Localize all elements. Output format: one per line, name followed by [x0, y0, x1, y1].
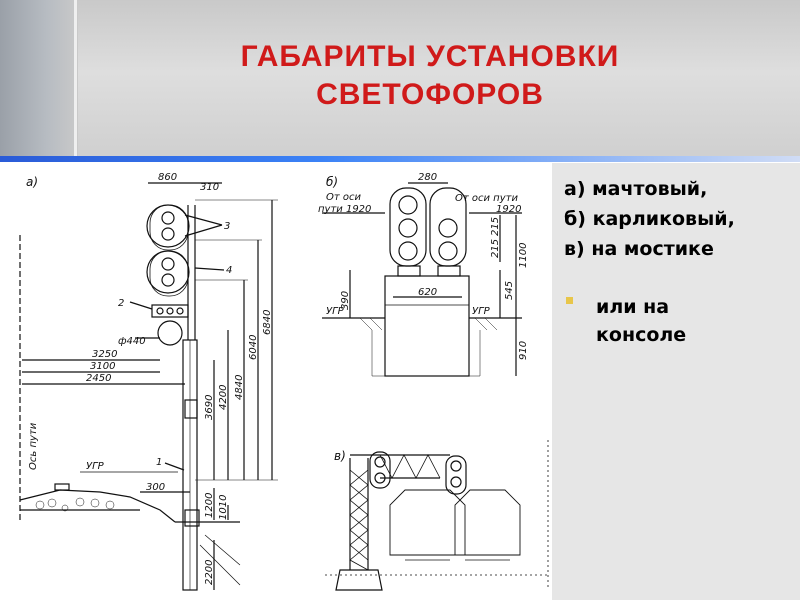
legend-item-b: б) карликовый,	[564, 208, 735, 230]
panel-c-label: в)	[334, 449, 346, 463]
lamp-diameter: ф440	[118, 336, 146, 347]
callout-2: 2	[118, 298, 124, 309]
dim-3100: 3100	[90, 361, 115, 372]
dim-215-a: 215	[490, 217, 501, 236]
dim-1100: 1100	[518, 243, 529, 268]
title-line-1: ГАБАРИТЫ УСТАНОВКИ	[240, 40, 620, 73]
dim-6840: 6840	[262, 310, 273, 335]
title-line-2: СВЕТОФОРОВ	[316, 78, 544, 111]
dim-280: 280	[418, 172, 437, 183]
legend-panel	[552, 163, 800, 600]
slide-title: ГАБАРИТЫ УСТАНОВКИ СВЕТОФОРОВ	[150, 38, 710, 114]
panel-b-drawing	[322, 182, 522, 377]
legend-item-a: а) мачтовый,	[564, 178, 708, 200]
ugr-label-b-right: УГР	[472, 306, 491, 317]
dim-860: 860	[158, 172, 177, 183]
dim-2450: 2450	[86, 373, 111, 384]
dim-1010: 1010	[218, 495, 229, 520]
ugr-label-b-left: УГР	[326, 306, 345, 317]
callout-1: 1	[156, 457, 162, 468]
header-blue-stripe	[0, 156, 800, 162]
dim-6040: 6040	[248, 335, 259, 360]
bullet-icon	[566, 297, 573, 304]
dim-1200: 1200	[204, 493, 215, 518]
b-right-note-1: От оси пути	[455, 193, 518, 204]
legend-item-d-line1: или на	[596, 296, 670, 318]
header-accent-bar	[0, 0, 78, 160]
ugr-label-a: УГР	[86, 461, 105, 472]
dim-300: 300	[146, 482, 165, 493]
dim-545: 545	[504, 281, 515, 300]
dim-3250: 3250	[92, 349, 117, 360]
legend-item-c: в) на мостике	[564, 238, 714, 260]
panel-a-label: а)	[26, 175, 38, 189]
b-left-note-2: пути 1920	[318, 204, 371, 215]
slide-header	[0, 0, 800, 160]
dim-390: 390	[340, 291, 351, 310]
panel-c-drawing	[325, 440, 549, 591]
dim-620: 620	[418, 287, 437, 298]
callout-3: 3	[224, 221, 230, 232]
signal-clearance-diagram: а) 860 310 6840 6040 4840 4200 3690 3250…	[19, 172, 549, 591]
b-left-note-1: От оси	[326, 192, 361, 203]
dim-4840: 4840	[234, 375, 245, 400]
dim-910: 910	[518, 341, 529, 360]
header-accent-line	[74, 0, 77, 160]
track-axis-label: Ось пути	[28, 422, 39, 470]
dim-215-b: 215	[490, 239, 501, 258]
dim-310: 310	[200, 182, 219, 193]
dim-4200: 4200	[218, 385, 229, 410]
dim-3690: 3690	[204, 395, 215, 420]
legend-item-d-line2: консоле	[596, 324, 687, 346]
panel-a-drawing	[19, 182, 278, 591]
dim-2200: 2200	[204, 560, 215, 585]
panel-b-label: б)	[326, 175, 338, 189]
callout-4: 4	[226, 265, 232, 276]
b-right-note-2: 1920	[496, 204, 521, 215]
